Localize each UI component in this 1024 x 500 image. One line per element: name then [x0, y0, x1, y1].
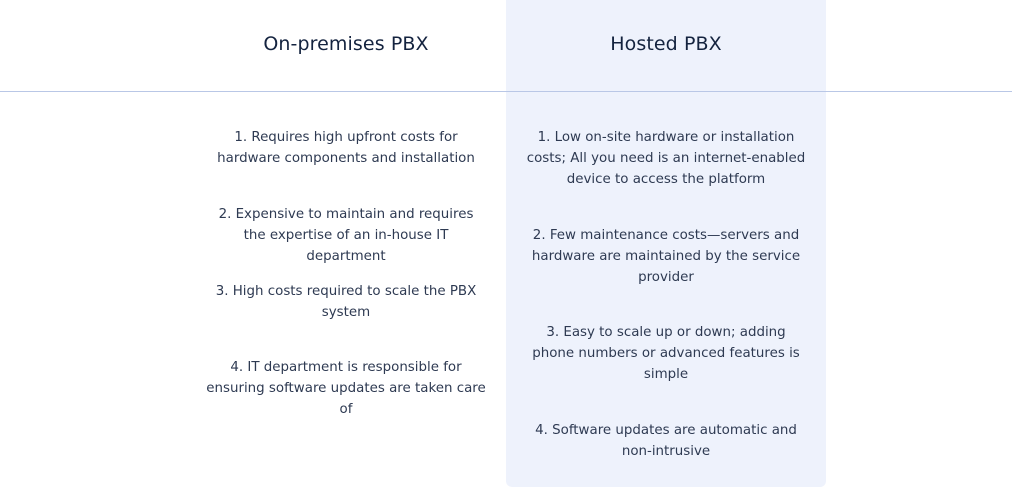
header-divider — [0, 91, 1012, 92]
hosted-item-4: 4. Software updates are automatic and no… — [535, 423, 797, 459]
on-premises-title: On-premises PBX — [263, 33, 429, 55]
on-premises-item-1: 1. Requires high upfront costs for hardw… — [217, 130, 475, 166]
hosted-item-2: 2. Few maintenance costs—servers and har… — [531, 228, 801, 285]
hosted-column-highlight — [506, 0, 826, 487]
hosted-item-1: 1. Low on-site hardware or installation … — [526, 130, 806, 187]
on-premises-item-3: 3. High costs required to scale the PBX … — [215, 284, 477, 320]
hosted-item-3: 3. Easy to scale up or down; adding phon… — [532, 325, 800, 382]
hosted-title: Hosted PBX — [610, 33, 722, 55]
on-premises-item-2: 2. Expensive to maintain and requires th… — [218, 207, 474, 264]
on-premises-item-4: 4. IT department is responsible for ensu… — [206, 360, 486, 417]
